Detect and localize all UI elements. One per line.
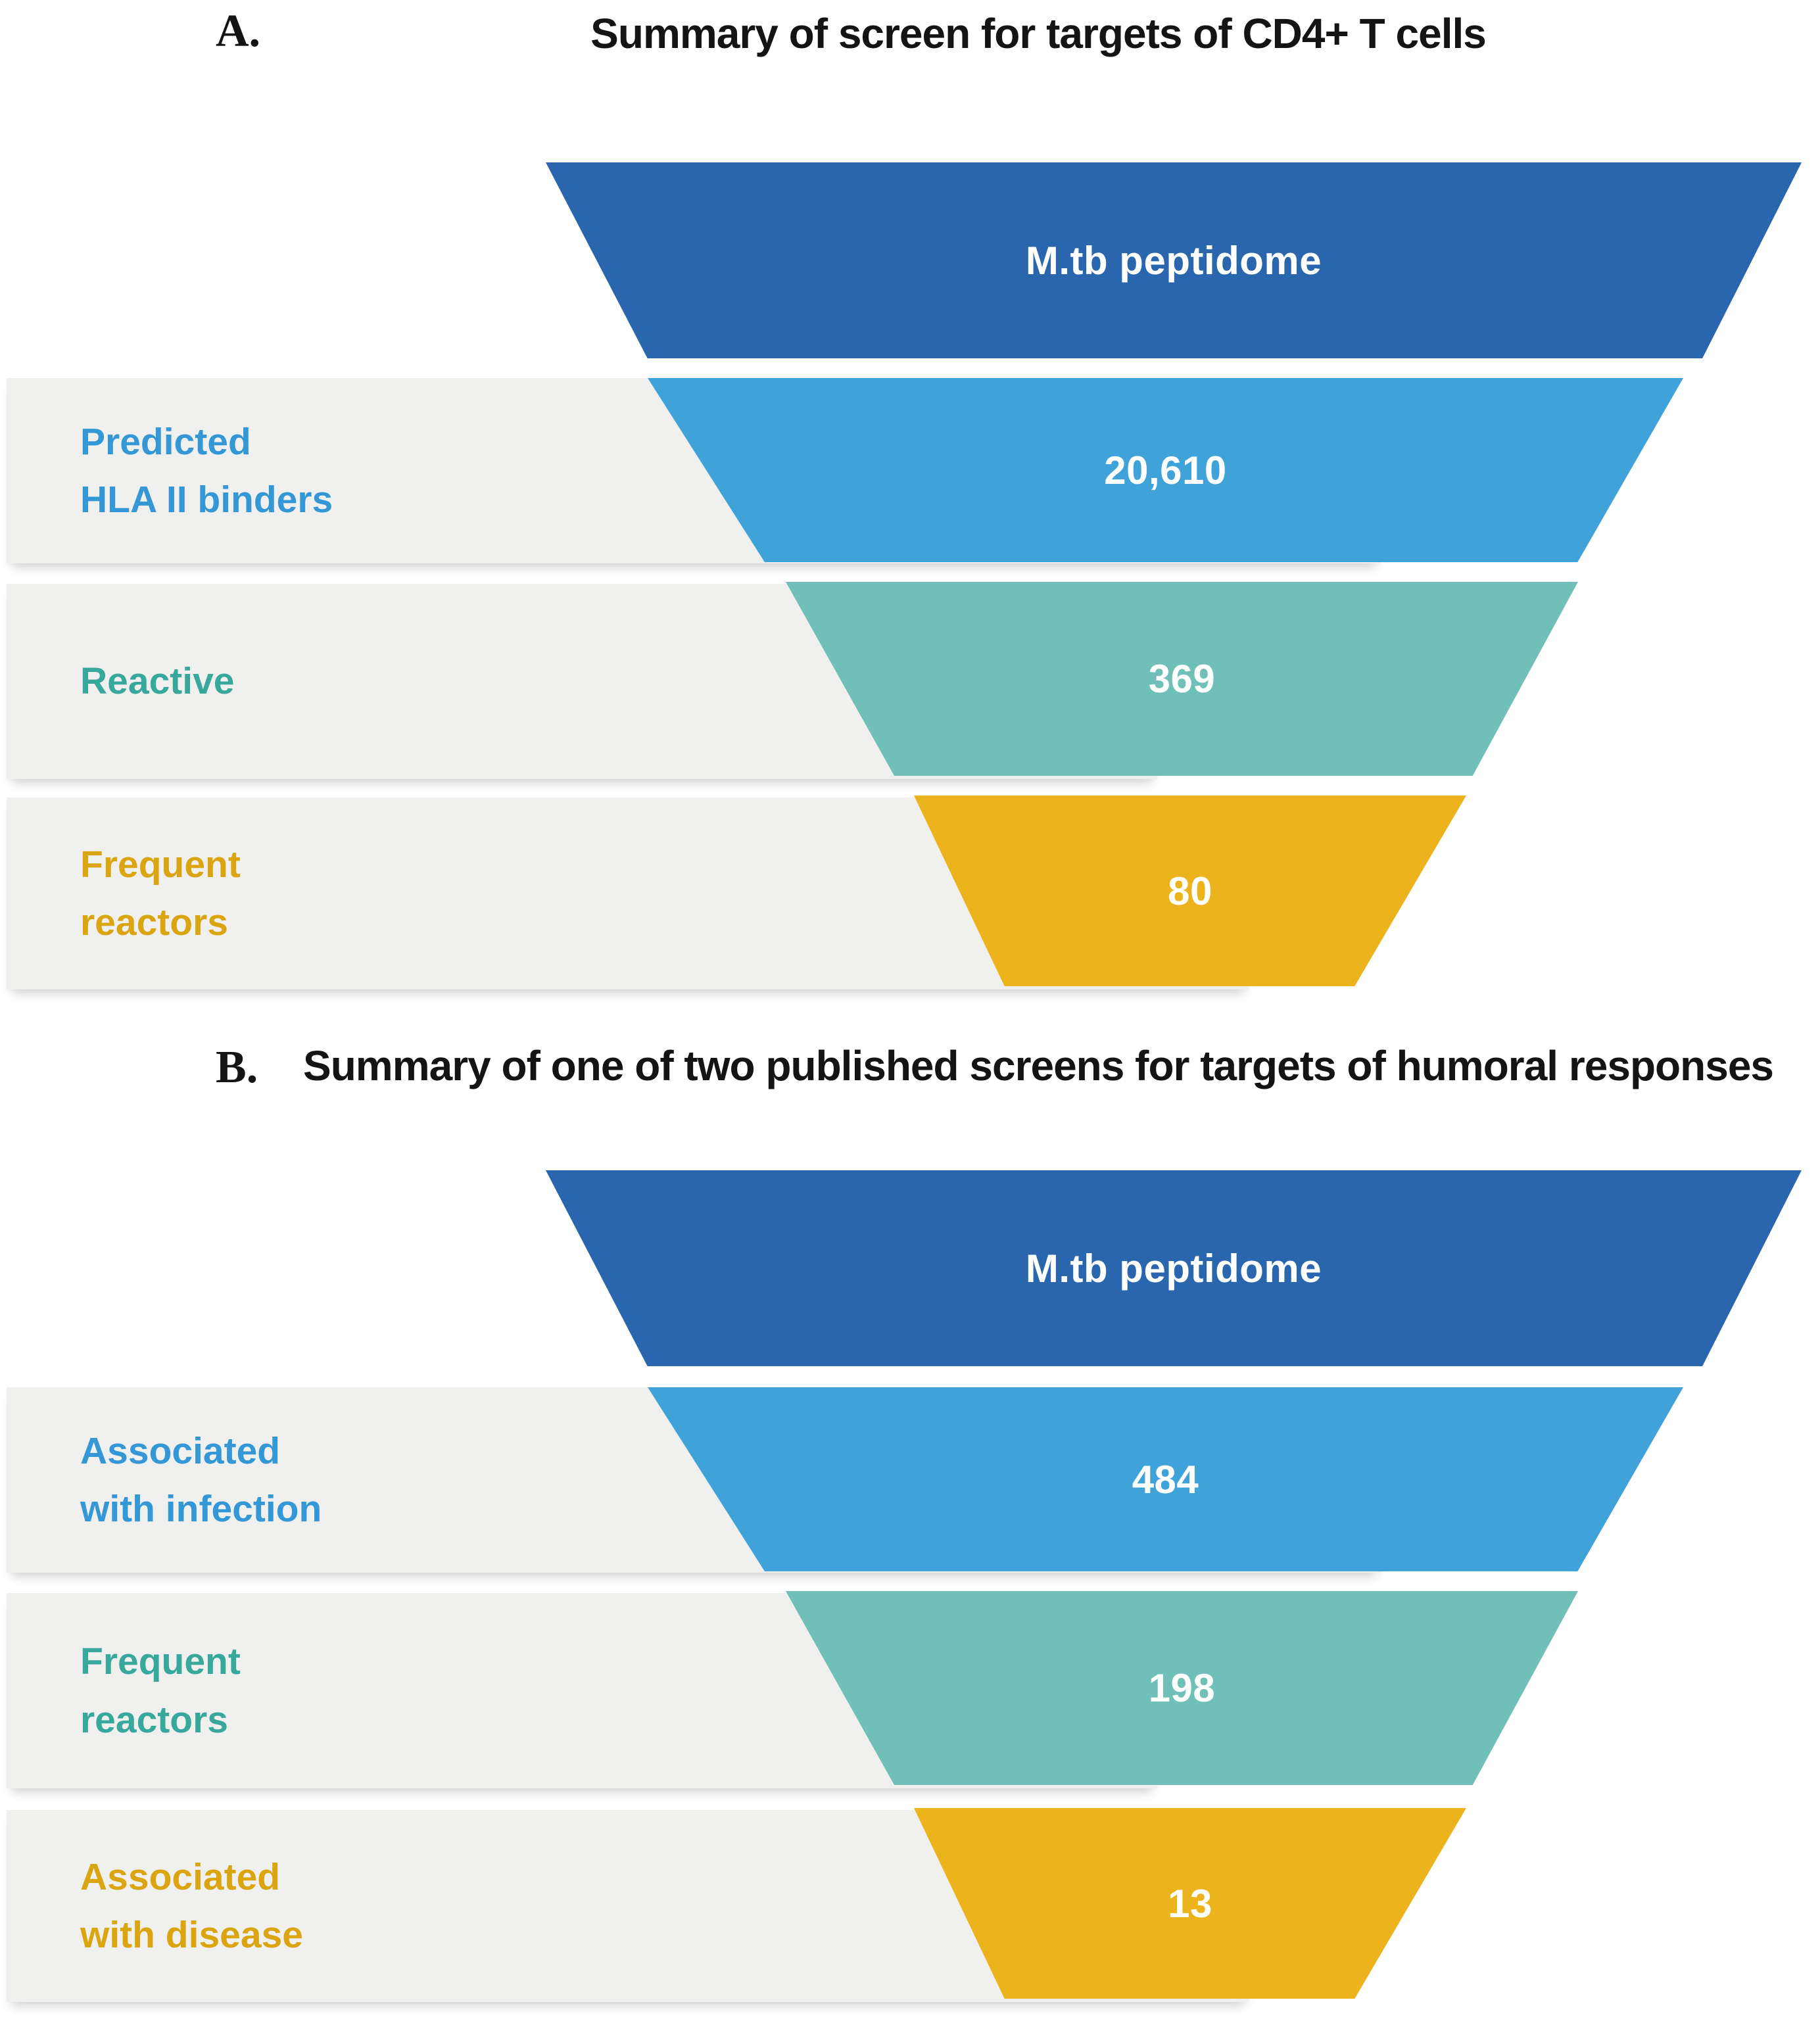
label-line: reactors [80, 1698, 228, 1741]
panel-b-funnel-stage2: 198 [786, 1591, 1578, 1785]
label-line: with infection [80, 1488, 322, 1530]
panel-a-stage1-label: Predicted HLA II binders [7, 413, 333, 529]
panel-a-letter: A. [216, 6, 261, 57]
panel-b-stage1-label: Associated with infection [7, 1422, 322, 1538]
panel-b-funnel-stage3: 13 [914, 1808, 1466, 1999]
panel-a-funnel-top: M.tb peptidome [546, 162, 1802, 358]
panel-a-title: Summary of screen for targets of CD4+ T … [590, 10, 1487, 57]
label-line: reactors [80, 901, 228, 943]
panel-b-funnel-top-label: M.tb peptidome [1025, 1246, 1322, 1291]
panel-a-stage3-value: 80 [1168, 869, 1212, 913]
panel-b-stage2-value: 198 [1148, 1666, 1216, 1710]
label-line: Frequent [80, 843, 241, 886]
panel-a-stage2-label: Reactive [7, 652, 235, 710]
panel-b-stage2-label: Frequent reactors [7, 1632, 241, 1749]
label-line: Reactive [80, 660, 235, 703]
panel-a-funnel-top-label: M.tb peptidome [1025, 238, 1322, 283]
panel-a-funnel-stage2: 369 [786, 582, 1578, 776]
panel-b-stage3-label: Associated with disease [7, 1848, 303, 1965]
panel-b-title: Summary of one of two published screens … [303, 1042, 1774, 1089]
label-line: with disease [80, 1914, 303, 1956]
label-line: Frequent [80, 1640, 241, 1683]
label-line: Associated [80, 1855, 281, 1898]
label-line: Predicted [80, 420, 251, 463]
label-line: Associated [80, 1429, 281, 1472]
panel-b-funnel-top: M.tb peptidome [546, 1170, 1802, 1366]
panel-b-funnel-stage1: 484 [648, 1387, 1683, 1571]
label-line: HLA II binders [80, 479, 333, 521]
panel-b-stage3-value: 13 [1168, 1881, 1212, 1926]
panel-a-stage3-label: Frequent reactors [7, 836, 241, 952]
panel-a-funnel-stage1: 20,610 [648, 378, 1683, 562]
panel-b-stage1-value: 484 [1132, 1457, 1199, 1502]
panel-b-letter: B. [216, 1042, 258, 1093]
panel-a-funnel-stage3: 80 [914, 796, 1466, 986]
panel-a-stage1-value: 20,610 [1104, 448, 1227, 492]
panel-a-stage2-value: 369 [1148, 657, 1216, 701]
